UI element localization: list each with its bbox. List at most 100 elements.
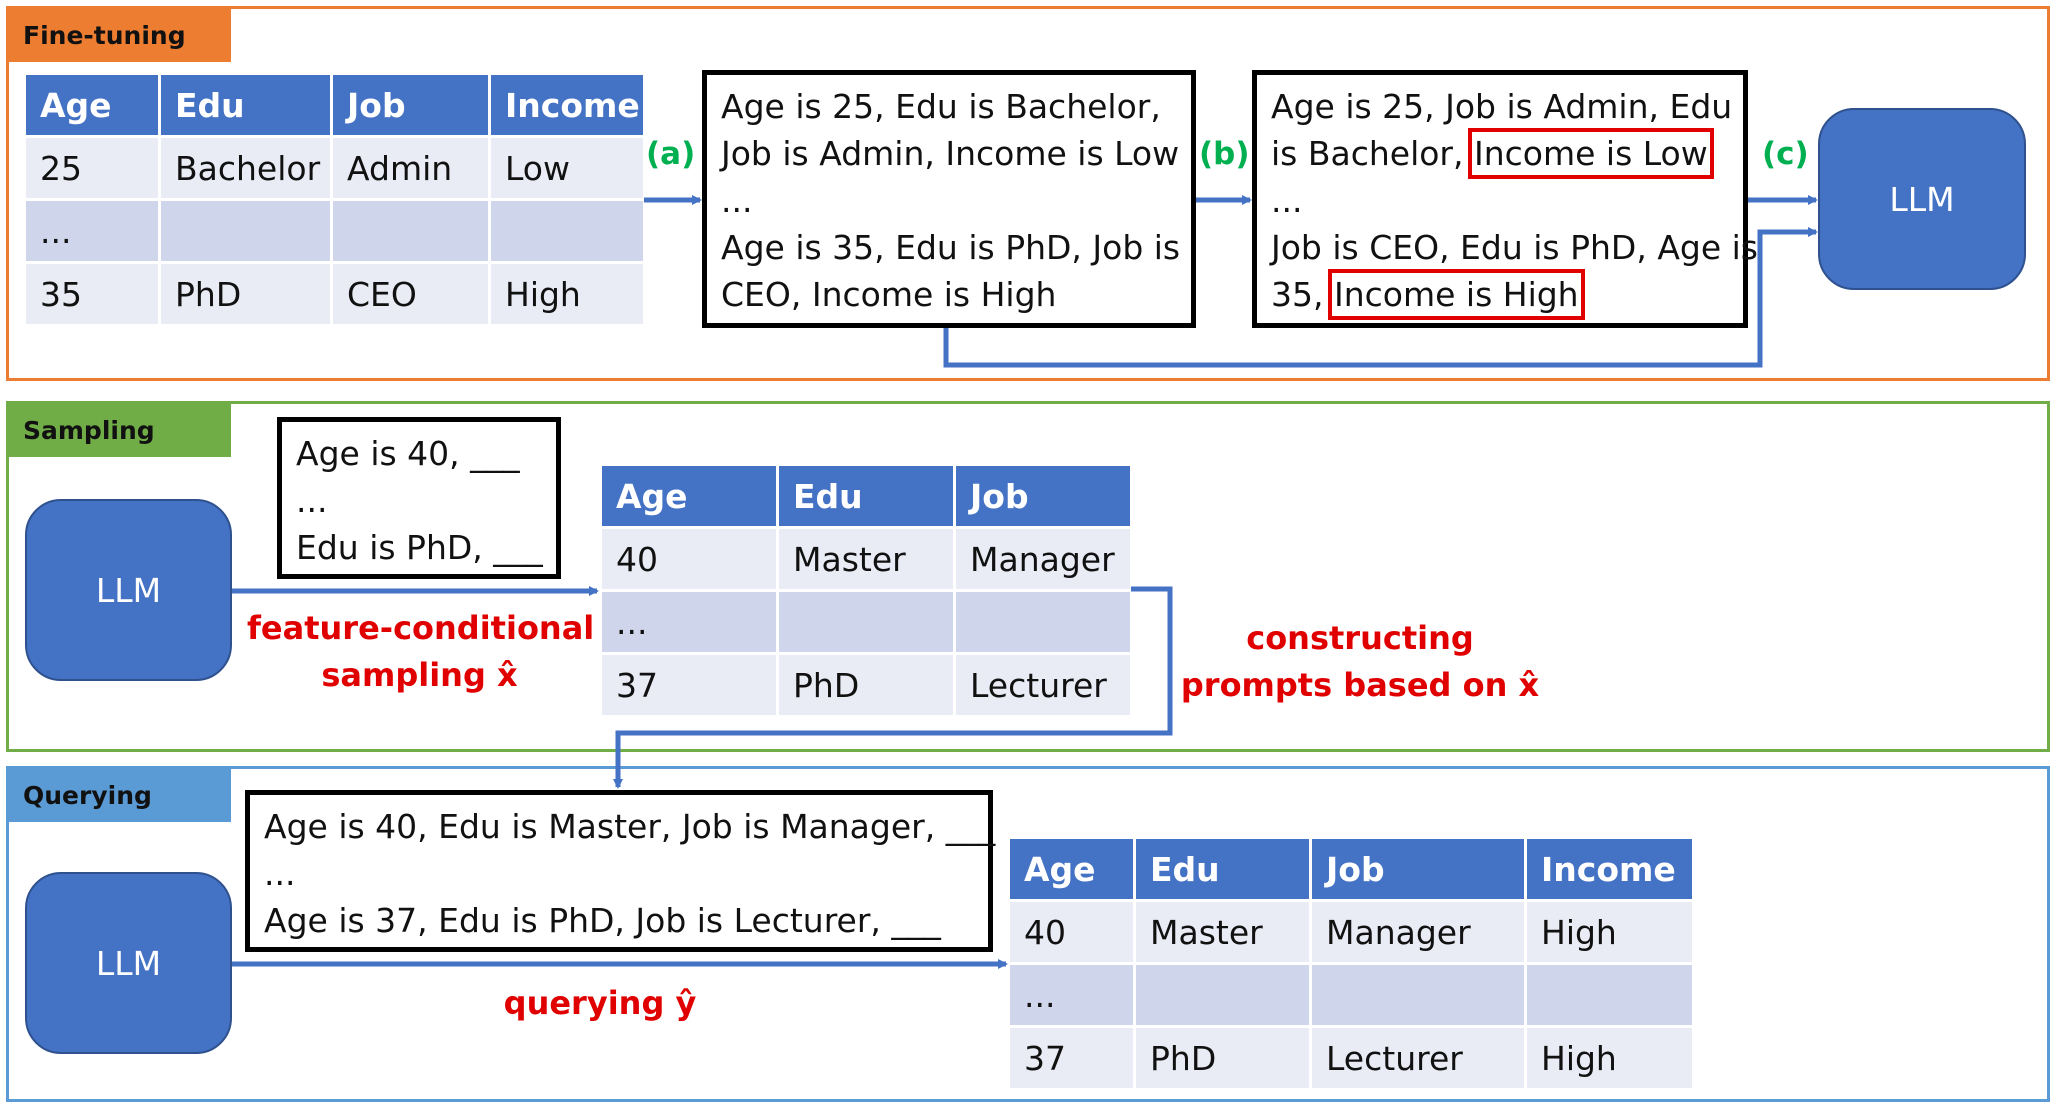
finetune-panel xyxy=(6,6,2050,381)
querying-label: querying ŷ xyxy=(503,984,697,1022)
table-cell xyxy=(1527,965,1692,1025)
finetune-tag: Fine-tuning xyxy=(8,9,231,62)
step-a-label: (a) xyxy=(646,136,696,172)
table-cell: High xyxy=(1527,1028,1692,1088)
queried-th-edu: Edu xyxy=(1136,839,1309,899)
table-cell xyxy=(161,201,330,261)
table-cell: ... xyxy=(602,592,776,652)
table-row: ... xyxy=(1010,965,1692,1025)
table-row: 25 Bachelor Admin Low xyxy=(26,138,643,198)
table-cell xyxy=(779,592,953,652)
table-cell xyxy=(1312,965,1524,1025)
table-cell xyxy=(333,201,488,261)
table-cell: PhD xyxy=(1136,1028,1309,1088)
table-cell: Manager xyxy=(956,529,1130,589)
text-segment: is Bachelor, xyxy=(1271,134,1474,173)
text-line: Edu is PhD, ___ xyxy=(296,528,543,567)
table-cell: CEO xyxy=(333,264,488,324)
text-line: is Bachelor, Income is Low xyxy=(1271,128,1729,179)
table-cell xyxy=(956,592,1130,652)
text-line: ... xyxy=(264,854,296,893)
text-line: Age is 37, Edu is PhD, Job is Lecturer, … xyxy=(264,901,941,940)
label-line: feature-conditional xyxy=(247,609,595,647)
income-low-highlight: Income is Low xyxy=(1467,128,1714,179)
sampled-table: Age Edu Job 40 Master Manager ... 37 PhD… xyxy=(599,463,1133,718)
text-line: ... xyxy=(1271,181,1303,220)
label-line: prompts based on x̂ xyxy=(1180,666,1540,704)
sampling-label: feature-conditional sampling x̂ xyxy=(247,605,595,699)
queried-table: Age Edu Job Income 40 Master Manager Hig… xyxy=(1007,836,1695,1091)
table-cell: 37 xyxy=(602,655,776,715)
finetune-th-job: Job xyxy=(333,75,488,135)
construct-label: constructing prompts based on x̂ xyxy=(1180,615,1540,709)
arrow-construct xyxy=(613,586,1173,789)
table-row: 37 PhD Lecturer xyxy=(602,655,1130,715)
table-cell: ... xyxy=(1010,965,1133,1025)
table-cell: High xyxy=(1527,902,1692,962)
sampled-th-job: Job xyxy=(956,466,1130,526)
text-line: Age is 40, ___ xyxy=(296,434,520,473)
table-row: 35 PhD CEO High xyxy=(26,264,643,324)
sampling-tag: Sampling xyxy=(8,404,231,457)
serialized-text-box: Age is 25, Edu is Bachelor, Job is Admin… xyxy=(702,70,1196,328)
text-line: Age is 35, Edu is PhD, Job is xyxy=(721,228,1181,267)
querying-panel xyxy=(6,766,2050,1102)
finetune-th-edu: Edu xyxy=(161,75,330,135)
sampling-panel xyxy=(6,401,2050,752)
table-cell: Manager xyxy=(1312,902,1524,962)
table-cell: Master xyxy=(779,529,953,589)
table-cell: Lecturer xyxy=(1312,1028,1524,1088)
table-cell: High xyxy=(491,264,643,324)
finetune-th-income: Income xyxy=(491,75,643,135)
query-prompt-box: Age is 40, Edu is Master, Job is Manager… xyxy=(245,790,996,952)
step-c-label: (c) xyxy=(1762,136,1809,172)
llm-querying-box: LLM xyxy=(25,872,232,1054)
sampling-prompt-box: Age is 40, ___ ... Edu is PhD, ___ xyxy=(277,417,561,579)
text-line: Job is Admin, Income is Low xyxy=(721,134,1180,173)
text-segment: 35, xyxy=(1271,275,1334,314)
table-cell: Low xyxy=(491,138,643,198)
table-cell xyxy=(1136,965,1309,1025)
label-line: constructing xyxy=(1246,619,1474,657)
queried-th-job: Job xyxy=(1312,839,1524,899)
table-row: 40 Master Manager High xyxy=(1010,902,1692,962)
finetune-th-age: Age xyxy=(26,75,158,135)
text-line: ... xyxy=(721,181,753,220)
table-row: ... xyxy=(602,592,1130,652)
table-cell: 25 xyxy=(26,138,158,198)
permuted-text-box: Age is 25, Job is Admin, Edu is Bachelor… xyxy=(1252,70,1758,328)
sampled-th-age: Age xyxy=(602,466,776,526)
text-line: Age is 25, Edu is Bachelor, xyxy=(721,87,1161,126)
table-row: 37 PhD Lecturer High xyxy=(1010,1028,1692,1088)
arrow-box1-to-llm xyxy=(943,227,1818,368)
table-cell: 40 xyxy=(1010,902,1133,962)
sampled-th-edu: Edu xyxy=(779,466,953,526)
llm-sampling-box: LLM xyxy=(25,499,232,681)
text-line: Age is 25, Job is Admin, Edu xyxy=(1271,87,1733,126)
llm-finetune-box: LLM xyxy=(1818,108,2026,290)
text-line: Job is CEO, Edu is PhD, Age is xyxy=(1271,228,1758,267)
table-cell: 37 xyxy=(1010,1028,1133,1088)
table-row: 40 Master Manager xyxy=(602,529,1130,589)
table-cell: ... xyxy=(26,201,158,261)
text-line: 35, Income is High xyxy=(1271,269,1729,320)
table-cell: Bachelor xyxy=(161,138,330,198)
table-cell: 35 xyxy=(26,264,158,324)
table-row: ... xyxy=(26,201,643,261)
queried-th-income: Income xyxy=(1527,839,1692,899)
table-cell: PhD xyxy=(161,264,330,324)
table-cell: Lecturer xyxy=(956,655,1130,715)
step-b-label: (b) xyxy=(1199,136,1250,172)
label-line: sampling x̂ xyxy=(321,656,518,694)
text-line: CEO, Income is High xyxy=(721,275,1057,314)
queried-th-age: Age xyxy=(1010,839,1133,899)
table-cell xyxy=(491,201,643,261)
income-high-highlight: Income is High xyxy=(1327,269,1585,320)
querying-tag: Querying xyxy=(8,769,231,822)
text-line: Age is 40, Edu is Master, Job is Manager… xyxy=(264,807,996,846)
table-cell: PhD xyxy=(779,655,953,715)
finetune-table: Age Edu Job Income 25 Bachelor Admin Low… xyxy=(23,72,646,327)
text-line: ... xyxy=(296,481,328,520)
table-cell: 40 xyxy=(602,529,776,589)
